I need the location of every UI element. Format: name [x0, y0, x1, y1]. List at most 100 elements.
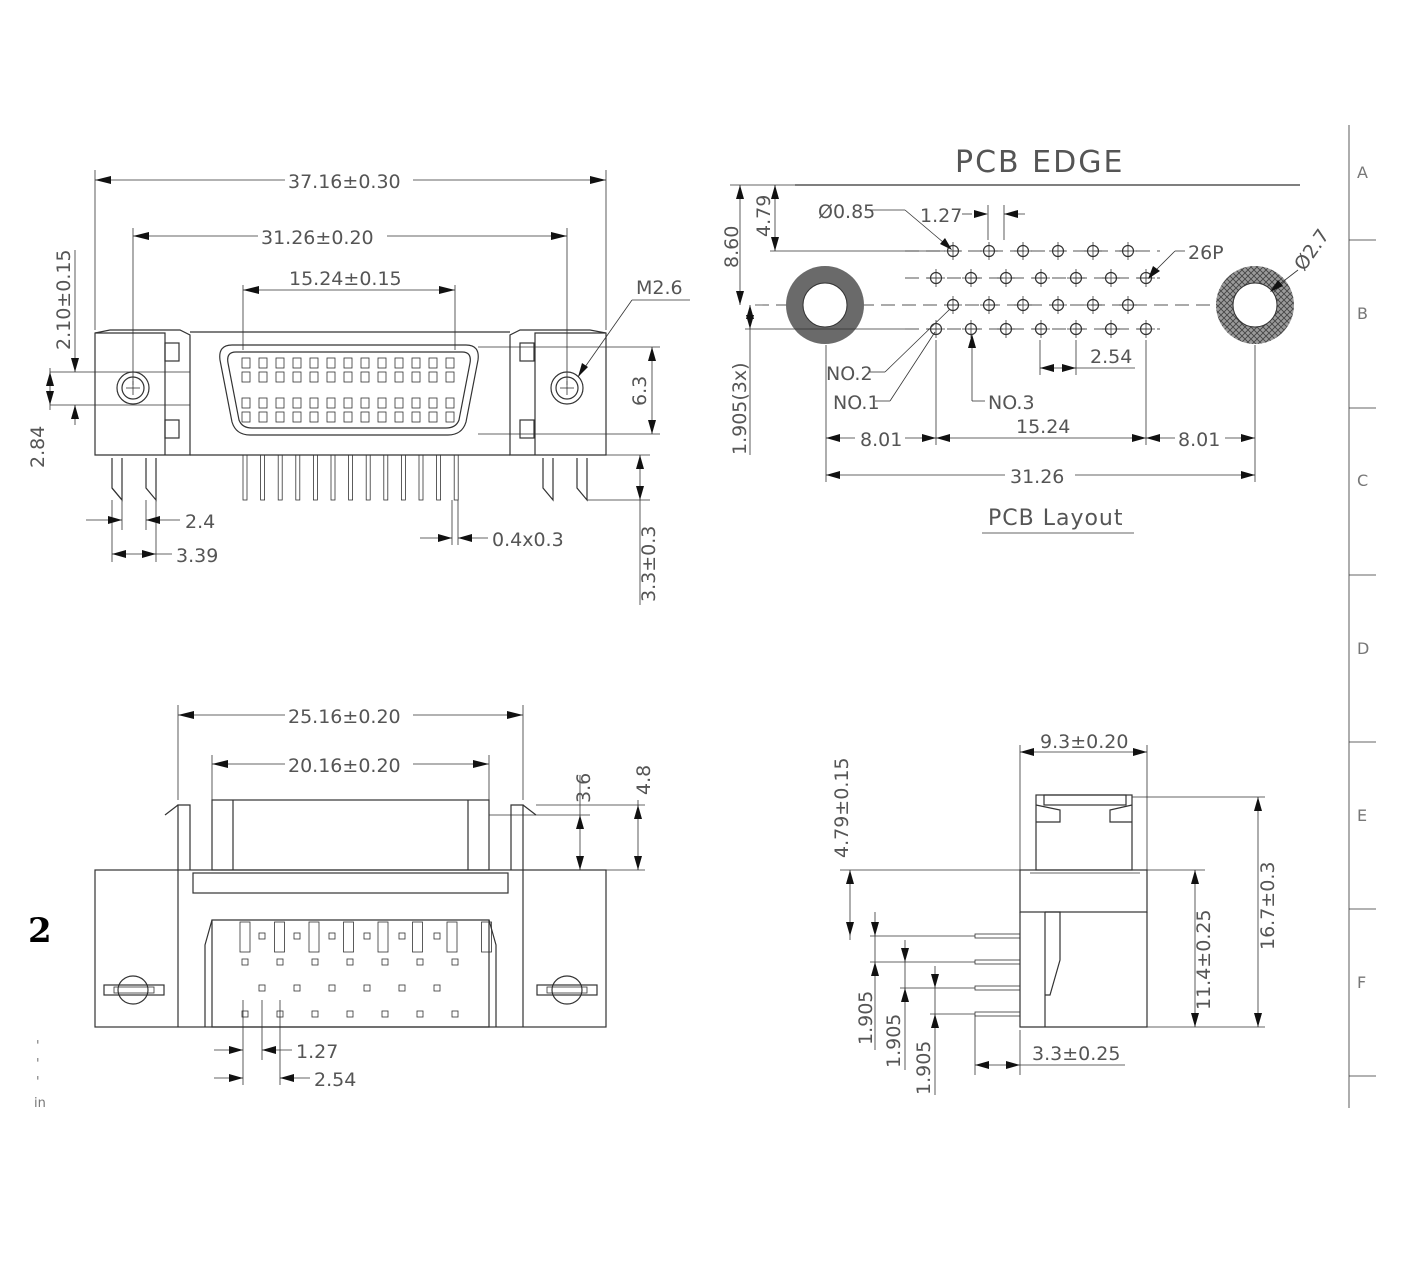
label-no3: NO.3 — [988, 392, 1035, 414]
front-pin — [436, 454, 442, 501]
front-contact — [377, 397, 387, 409]
top-pad — [416, 1010, 424, 1018]
front-contact — [343, 411, 353, 423]
dim-pcb-center-span: 15.24 — [1016, 416, 1070, 438]
zone-border: A B C D E F — [1348, 125, 1376, 1108]
top-pad — [398, 984, 406, 992]
front-contact — [275, 357, 285, 369]
front-pin — [400, 454, 406, 501]
top-pad — [451, 1010, 459, 1018]
dim-top-step-small: 3.6 — [573, 773, 595, 803]
top-pad — [258, 932, 266, 940]
front-contact — [445, 357, 455, 369]
front-contact — [360, 357, 370, 369]
dim-side-body-height: 11.4±0.25 — [1193, 909, 1215, 1010]
side-pin — [974, 933, 1021, 939]
dim-pin-size: 0.4x0.3 — [492, 529, 564, 551]
top-slot — [308, 921, 320, 953]
front-pin — [383, 454, 389, 501]
top-pad — [258, 984, 266, 992]
label-hole-dia: Ø0.85 — [818, 201, 875, 223]
pcb-layout-title: PCB Layout — [988, 506, 1124, 531]
top-pad — [328, 932, 336, 940]
front-contact — [428, 397, 438, 409]
front-contact — [394, 397, 404, 409]
dim-side-depth: 9.3±0.20 — [1040, 731, 1128, 753]
dim-peg-width: 2.4 — [185, 511, 215, 533]
margin-mark-1: ' — [36, 1039, 40, 1054]
side-pin — [974, 985, 1021, 991]
front-pin — [348, 454, 354, 501]
front-contact — [326, 397, 336, 409]
front-contact — [394, 357, 404, 369]
front-contact — [292, 357, 302, 369]
front-pin — [330, 454, 336, 501]
front-contact — [411, 371, 421, 383]
top-slot — [239, 921, 251, 953]
front-contact — [258, 411, 268, 423]
dim-pcb-pitch-small: 1.27 — [920, 205, 962, 227]
front-contact — [360, 371, 370, 383]
front-contact — [326, 371, 336, 383]
top-pad — [276, 958, 284, 966]
top-slot — [481, 921, 492, 953]
front-contact — [241, 411, 251, 423]
top-pad — [381, 958, 389, 966]
pcb-edge-title: PCB EDGE — [955, 145, 1124, 180]
dim-side-row-c: 1.905 — [913, 1041, 935, 1095]
zone-label-b: B — [1357, 304, 1368, 323]
dim-pcb-depth-total: 8.60 — [721, 226, 743, 268]
front-contact — [377, 411, 387, 423]
front-pin — [260, 454, 266, 501]
label-no1: NO.1 — [833, 392, 880, 414]
top-slot — [343, 921, 354, 953]
front-contact — [258, 357, 268, 369]
top-pad — [293, 984, 301, 992]
dim-top-pitch-small: 1.27 — [296, 1041, 338, 1063]
front-contact — [241, 357, 251, 369]
front-contact — [411, 397, 421, 409]
dim-pcb-side-right: 8.01 — [1178, 429, 1220, 451]
pcb-hole-grid — [927, 242, 1155, 338]
top-slot — [412, 921, 423, 953]
dim-pcb-depth-row: 4.79 — [753, 195, 775, 237]
front-contacts — [241, 357, 455, 423]
margin-mark-3: ' — [36, 1075, 40, 1090]
zone-label-c: C — [1357, 471, 1368, 490]
front-contact — [394, 371, 404, 383]
top-pad — [346, 1010, 354, 1018]
front-contact — [428, 411, 438, 423]
dim-top-pitch-large: 2.54 — [314, 1069, 356, 1091]
dim-contact-span: 15.24±0.15 — [289, 268, 402, 290]
dim-pin-length: 3.3±0.3 — [638, 526, 660, 602]
top-pad — [381, 1010, 389, 1018]
front-contact — [411, 357, 421, 369]
label-screw: M2.6 — [636, 277, 683, 299]
front-contact — [377, 357, 387, 369]
front-contact — [445, 371, 455, 383]
label-no2: NO.2 — [826, 363, 873, 385]
dim-side-offset: 4.79±0.15 — [831, 757, 853, 858]
front-contact — [258, 397, 268, 409]
front-contact — [326, 357, 336, 369]
front-contact — [377, 371, 387, 383]
front-pin — [242, 454, 248, 501]
label-pin-count: 26P — [1188, 242, 1224, 264]
front-contact — [445, 397, 455, 409]
front-pin — [312, 454, 318, 501]
margin-mark-4: in — [34, 1096, 46, 1111]
side-pin — [974, 959, 1021, 965]
dim-pcb-row-pitch: 1.905(3x) — [729, 362, 751, 455]
label-mount-dia: Ø2.7 — [1290, 225, 1334, 275]
side-pins — [974, 933, 1021, 1017]
top-contact-slots — [239, 921, 492, 953]
top-pad — [451, 958, 459, 966]
sheet-number: 2 — [28, 911, 52, 951]
dim-offset-side: 2.84 — [27, 426, 49, 468]
margin-marks: ' ' ' in — [34, 1039, 46, 1111]
front-contact — [309, 397, 319, 409]
zone-label-a: A — [1357, 163, 1368, 182]
top-pad — [363, 932, 371, 940]
front-contact — [428, 357, 438, 369]
dim-peg-pitch: 3.39 — [176, 545, 218, 567]
